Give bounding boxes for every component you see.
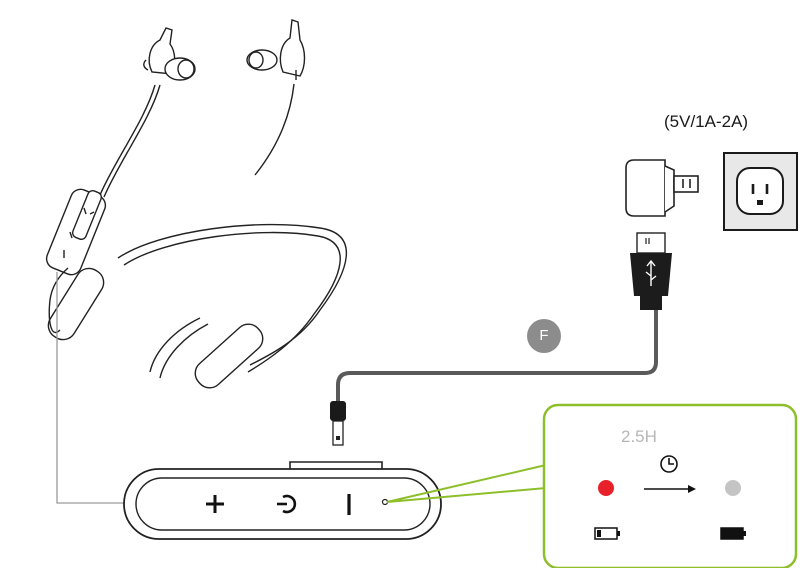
earbud-icon xyxy=(246,19,306,80)
battery-low-icon xyxy=(594,527,620,540)
step-badge: F xyxy=(527,319,561,353)
led-red-dot xyxy=(598,480,614,496)
earbud-icon xyxy=(143,27,196,81)
charger-spec-label: (5V/1A-2A) xyxy=(664,112,749,131)
usb-icon xyxy=(645,259,657,286)
neckband-headset xyxy=(45,19,347,389)
usb-cable xyxy=(330,232,672,446)
leader-line xyxy=(56,272,130,504)
wall-outlet-icon xyxy=(723,152,798,231)
charge-duration-label: 2.5H xyxy=(621,427,657,446)
led-status-callout xyxy=(386,403,798,568)
led-indicator xyxy=(381,498,389,506)
control-unit xyxy=(123,461,442,540)
power-icon xyxy=(277,494,297,514)
battery-full-icon xyxy=(720,527,746,540)
led-grey-dot xyxy=(725,480,741,496)
power-adapter-icon xyxy=(625,159,699,217)
volume-up-icon xyxy=(206,495,224,513)
clock-icon xyxy=(660,455,678,473)
arrow-icon xyxy=(644,485,696,493)
